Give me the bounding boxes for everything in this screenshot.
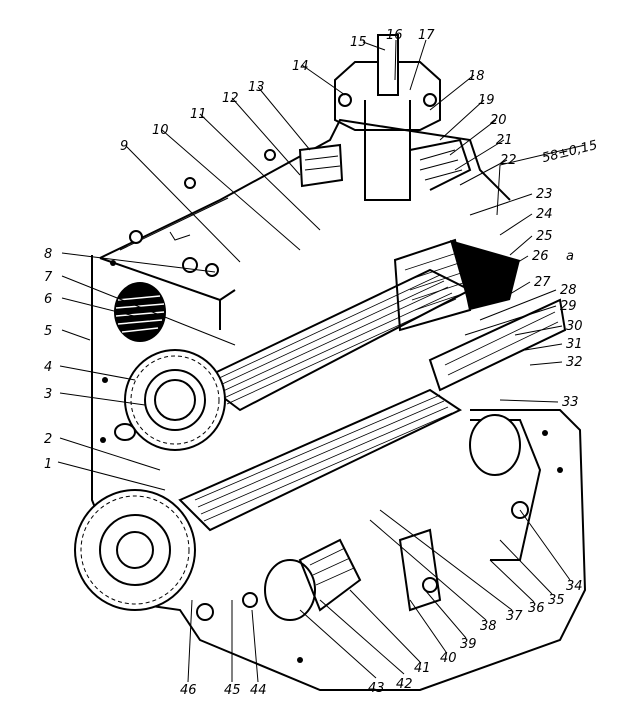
dimension-label: 58±0,15 [541, 138, 599, 166]
callout-4: 4 [44, 360, 52, 375]
callout-8: 8 [44, 247, 52, 262]
callout-2: 2 [44, 432, 52, 447]
callout-labels: 1 2 3 4 5 6 7 8 9 10 11 12 13 14 15 16 1… [44, 28, 599, 698]
callout-12: 12 [222, 91, 239, 106]
callout-31: 31 [566, 337, 583, 352]
callout-18: 18 [468, 69, 485, 84]
callout-34: 34 [566, 579, 583, 594]
callout-6: 6 [44, 292, 52, 307]
callout-40: 40 [440, 651, 457, 666]
callout-11: 11 [190, 107, 207, 122]
callout-17: 17 [418, 28, 435, 43]
callout-46: 46 [180, 683, 197, 698]
callout-39: 39 [460, 637, 477, 652]
left-gears [74, 349, 226, 611]
callout-27: 27 [534, 275, 551, 290]
callout-14: 14 [292, 59, 309, 74]
callout-29: 29 [560, 299, 577, 314]
callout-32: 32 [566, 355, 583, 370]
callout-23: 23 [536, 187, 553, 202]
callout-36: 36 [528, 601, 545, 616]
callout-38: 38 [480, 619, 497, 634]
housing [91, 118, 587, 691]
callout-42: 42 [396, 677, 413, 692]
callout-35: 35 [548, 593, 565, 608]
callout-44: 44 [250, 683, 267, 698]
callout-25: 25 [536, 229, 553, 244]
callout-7: 7 [44, 270, 53, 285]
callout-33: 33 [562, 395, 579, 410]
callout-16: 16 [386, 28, 403, 43]
callout-21: 21 [496, 133, 513, 148]
shift-tower [298, 34, 472, 201]
callout-30: 30 [566, 319, 583, 334]
callout-10: 10 [152, 123, 169, 138]
callout-a: a [566, 249, 574, 264]
callout-15: 15 [350, 35, 367, 50]
callout-43: 43 [368, 681, 385, 696]
lower-shaft [178, 298, 567, 532]
callout-22: 22 [500, 153, 517, 168]
callout-1: 1 [44, 457, 52, 472]
callout-26: 26 [532, 249, 549, 264]
callout-41: 41 [414, 661, 431, 676]
callout-5: 5 [44, 324, 52, 339]
callout-3: 3 [44, 387, 52, 402]
upper-shaft [198, 238, 520, 412]
bottom-components [196, 414, 542, 621]
callout-19: 19 [478, 93, 495, 108]
callout-20: 20 [490, 113, 507, 128]
callout-9: 9 [120, 139, 128, 154]
callout-45: 45 [224, 683, 241, 698]
leader-lines [57, 39, 586, 683]
callout-24: 24 [536, 207, 553, 222]
callout-28: 28 [560, 283, 577, 298]
callout-37: 37 [506, 609, 523, 624]
callout-13: 13 [248, 80, 265, 95]
